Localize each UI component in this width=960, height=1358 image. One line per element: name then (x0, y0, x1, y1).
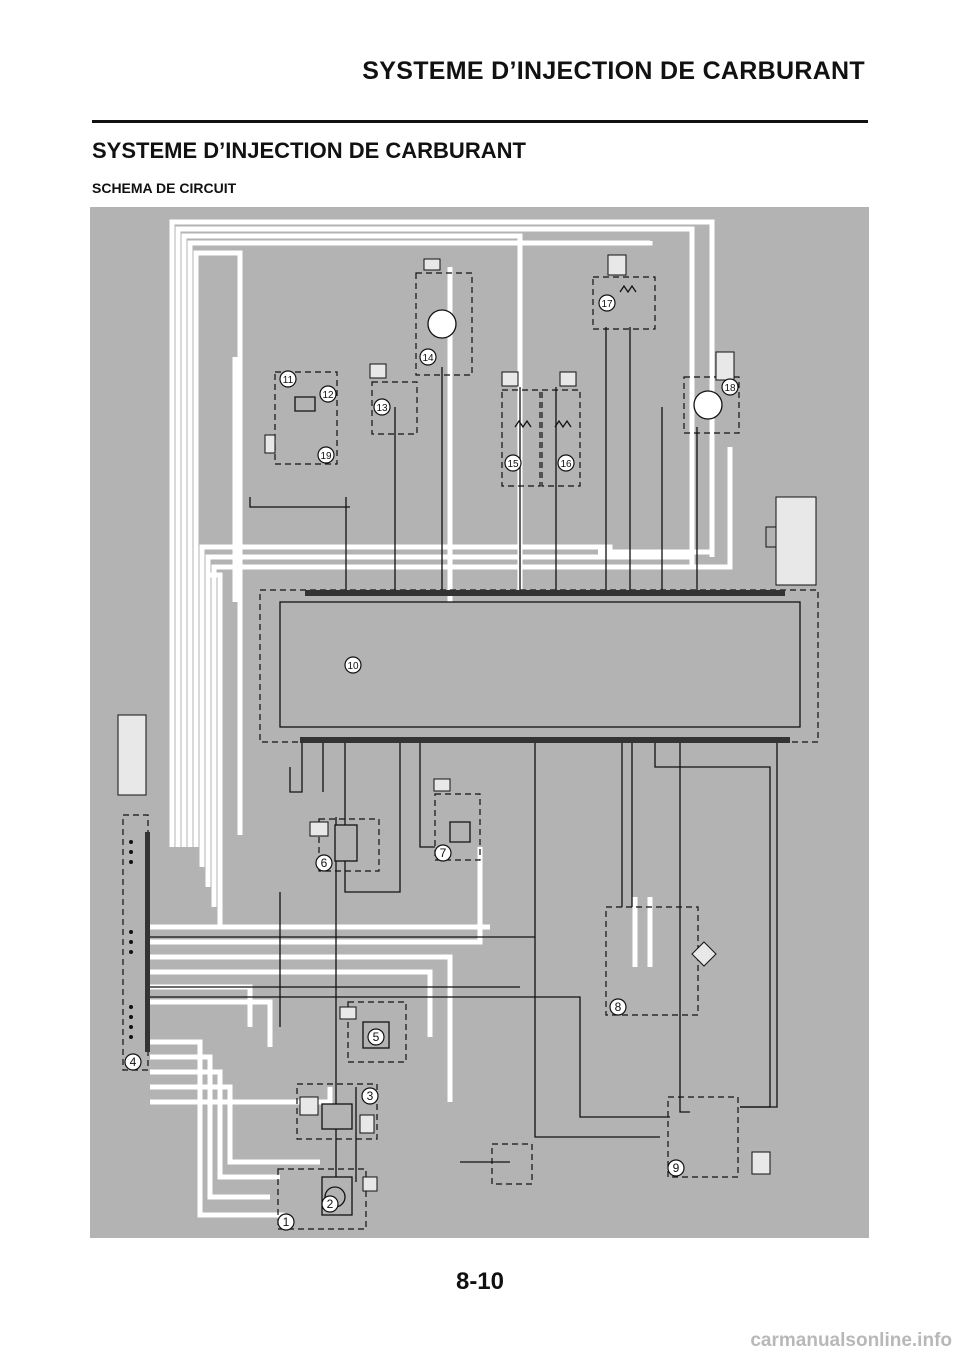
svg-text:6: 6 (321, 856, 328, 870)
header-rule (92, 120, 868, 123)
header-title: SYSTEME D’INJECTION DE CARBURANT (362, 57, 865, 85)
callout-12: 12 (319, 385, 337, 403)
svg-text:15: 15 (507, 459, 519, 470)
callout-9: 9 (667, 1159, 685, 1177)
callout-19: 19 (317, 446, 335, 464)
callout-6: 6 (315, 854, 333, 872)
signal-wires (150, 327, 778, 1182)
callout-16: 16 (557, 454, 575, 472)
svg-text:4: 4 (130, 1055, 137, 1069)
watermark: carmanualsonline.info (750, 1330, 952, 1351)
svg-text:18: 18 (724, 383, 736, 394)
component-graphics (294, 284, 723, 1216)
svg-text:3: 3 (367, 1089, 374, 1103)
wire-harness (150, 219, 733, 1218)
section-subtitle: SCHEMA DE CIRCUIT (92, 180, 237, 196)
callout-2: 2 (321, 1195, 339, 1213)
callout-10: 10 (344, 656, 362, 674)
svg-text:17: 17 (601, 299, 613, 310)
svg-text:19: 19 (320, 451, 332, 462)
callout-14: 14 (419, 348, 437, 366)
connector-icons (264, 254, 771, 1192)
svg-text:12: 12 (322, 390, 334, 401)
svg-text:8: 8 (615, 1000, 622, 1014)
callout-8: 8 (609, 998, 627, 1016)
svg-text:14: 14 (422, 353, 434, 364)
callout-17: 17 (598, 294, 616, 312)
joint-connector (117, 714, 150, 1071)
callout-4: 4 (124, 1053, 142, 1071)
svg-text:7: 7 (440, 846, 447, 860)
callout-3: 3 (361, 1087, 379, 1105)
circuit-diagram: 1 2 3 4 5 6 7 8 9 10 11 12 13 14 15 16 1… (90, 207, 869, 1238)
callout-7: 7 (434, 844, 452, 862)
svg-text:11: 11 (283, 375, 294, 386)
svg-text:13: 13 (376, 403, 388, 414)
svg-text:1: 1 (283, 1215, 290, 1229)
section-title: SYSTEME D’INJECTION DE CARBURANT (92, 138, 526, 163)
page-number: 8-10 (455, 1268, 505, 1295)
callout-15: 15 (504, 454, 522, 472)
callout-13: 13 (373, 398, 391, 416)
component-boxes (274, 272, 740, 1230)
callout-11: 11 (279, 370, 297, 388)
svg-text:10: 10 (347, 661, 359, 672)
ecu-unit (259, 496, 819, 743)
svg-text:5: 5 (373, 1030, 380, 1044)
svg-text:2: 2 (327, 1197, 334, 1211)
svg-text:16: 16 (560, 459, 572, 470)
callout-1: 1 (277, 1213, 295, 1231)
callout-18: 18 (721, 378, 739, 396)
component-callouts: 1 2 3 4 5 6 7 8 9 10 11 12 13 14 15 16 1… (124, 294, 739, 1231)
callout-5: 5 (367, 1028, 385, 1046)
svg-text:9: 9 (673, 1161, 680, 1175)
